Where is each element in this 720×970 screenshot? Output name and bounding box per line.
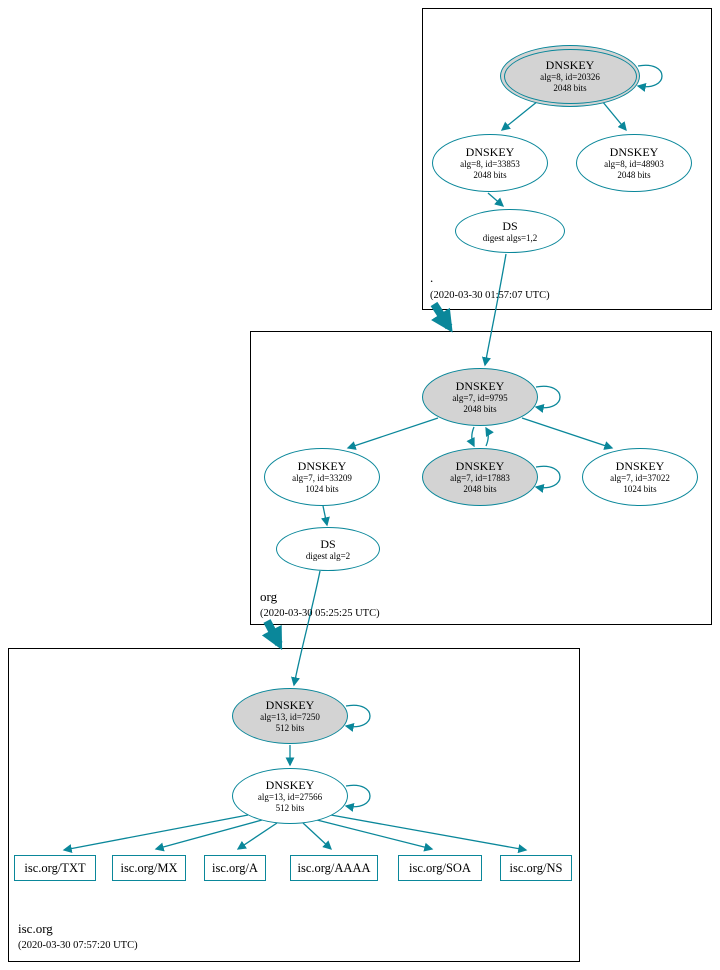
dnskey-title: DNSKEY: [615, 459, 665, 474]
dnskey-bits: 2048 bits: [617, 170, 651, 181]
dnskey-title: DNSKEY: [455, 459, 505, 474]
dnskey-node-9795[interactable]: DNSKEY alg=7, id=9795 2048 bits: [422, 368, 538, 426]
dnskey-bits: 512 bits: [275, 803, 305, 814]
dnskey-alg-id: alg=7, id=17883: [450, 473, 510, 484]
dnskey-alg-id: alg=8, id=20326: [540, 72, 600, 83]
ds-node-org[interactable]: DS digest alg=2: [276, 527, 380, 571]
dnskey-alg-id: alg=7, id=37022: [610, 473, 670, 484]
dnskey-node-17883[interactable]: DNSKEY alg=7, id=17883 2048 bits: [422, 448, 538, 506]
dnskey-bits: 2048 bits: [473, 170, 507, 181]
dnskey-title: DNSKEY: [609, 145, 659, 160]
dnskey-node-27566[interactable]: DNSKEY alg=13, id=27566 512 bits: [232, 768, 348, 824]
dnskey-alg-id: alg=7, id=9795: [452, 393, 508, 404]
dnskey-bits: 512 bits: [275, 723, 305, 734]
rrset-node-isc-org-mx[interactable]: isc.org/MX: [112, 855, 186, 881]
dnskey-node-20326[interactable]: DNSKEY alg=8, id=20326 2048 bits: [500, 45, 640, 107]
zone-label-root: .: [430, 270, 434, 285]
dnskey-title: DNSKEY: [265, 698, 315, 713]
ds-digest: digest algs=1,2: [482, 232, 538, 243]
dnskey-bits: 1024 bits: [305, 484, 339, 495]
dnskey-title: DNSKEY: [455, 379, 505, 394]
dnskey-alg-id: alg=8, id=48903: [604, 159, 664, 170]
zone-timestamp-org: (2020-03-30 05:25:25 UTC): [260, 608, 380, 619]
dnskey-alg-id: alg=7, id=33209: [292, 473, 352, 484]
ds-digest: digest alg=2: [305, 550, 351, 561]
dnskey-title: DNSKEY: [465, 145, 515, 160]
dnskey-title: DNSKEY: [265, 778, 315, 793]
dnskey-bits: 1024 bits: [623, 484, 657, 495]
dnskey-node-7250[interactable]: DNSKEY alg=13, id=7250 512 bits: [232, 688, 348, 744]
dnskey-node-37022[interactable]: DNSKEY alg=7, id=37022 1024 bits: [582, 448, 698, 506]
dnskey-bits: 2048 bits: [463, 404, 497, 415]
rrset-node-isc-org-a[interactable]: isc.org/A: [204, 855, 266, 881]
rrset-node-isc-org-soa[interactable]: isc.org/SOA: [398, 855, 482, 881]
dnskey-title: DNSKEY: [297, 459, 347, 474]
zone-label-org: org: [260, 589, 278, 604]
dnskey-bits: 2048 bits: [463, 484, 497, 495]
dnskey-node-33209[interactable]: DNSKEY alg=7, id=33209 1024 bits: [264, 448, 380, 506]
dnskey-alg-id: alg=13, id=27566: [257, 792, 323, 803]
dnskey-alg-id: alg=13, id=7250: [260, 712, 320, 723]
rrset-node-isc-org-txt[interactable]: isc.org/TXT: [14, 855, 96, 881]
rrset-node-isc-org-aaaa[interactable]: isc.org/AAAA: [290, 855, 378, 881]
zone-timestamp-isc-org: (2020-03-30 07:57:20 UTC): [18, 940, 138, 951]
rrset-node-isc-org-ns[interactable]: isc.org/NS: [500, 855, 572, 881]
ds-node-root[interactable]: DS digest algs=1,2: [455, 209, 565, 253]
zone-label-isc-org: isc.org: [18, 921, 53, 936]
dnskey-node-33853[interactable]: DNSKEY alg=8, id=33853 2048 bits: [432, 134, 548, 192]
ds-title: DS: [320, 536, 336, 551]
zone-timestamp-root: (2020-03-30 01:57:07 UTC): [430, 290, 550, 301]
dnskey-bits: 2048 bits: [553, 83, 587, 94]
dnskey-alg-id: alg=8, id=33853: [460, 159, 520, 170]
dnskey-title: DNSKEY: [545, 58, 595, 73]
dnskey-node-48903[interactable]: DNSKEY alg=8, id=48903 2048 bits: [576, 134, 692, 192]
ds-title: DS: [502, 218, 518, 233]
